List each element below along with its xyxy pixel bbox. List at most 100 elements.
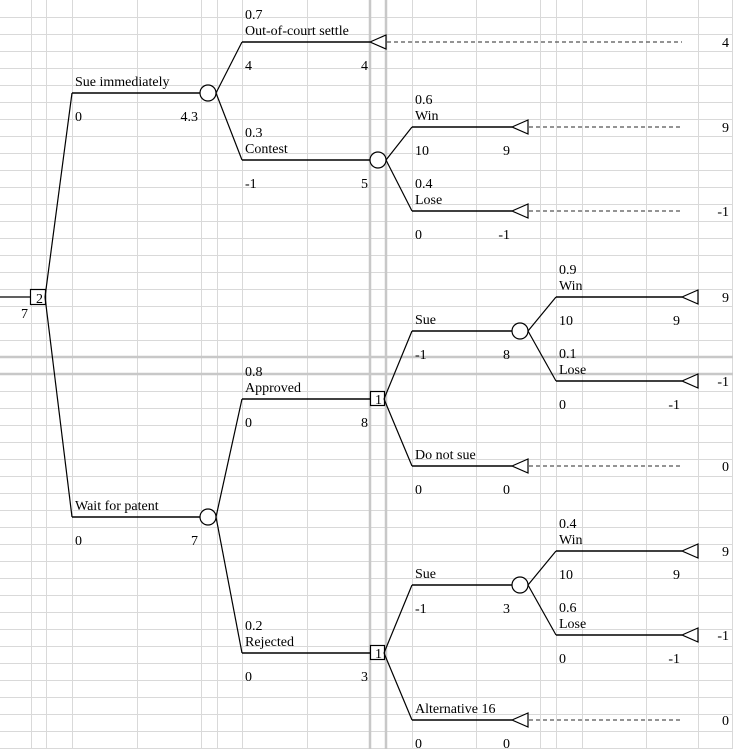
- terminal-payoff-value[interactable]: 0: [722, 460, 729, 475]
- terminal-node-icon[interactable]: [368, 34, 387, 50]
- branch-name[interactable]: Contest: [245, 142, 288, 157]
- terminal-node-icon[interactable]: [680, 627, 699, 643]
- branch-probability[interactable]: 0.6: [559, 601, 577, 616]
- terminal-node-icon[interactable]: [510, 712, 529, 728]
- branch-name[interactable]: Alternative 16: [415, 702, 495, 717]
- branch-connector: [44, 92, 73, 298]
- terminal-node-icon[interactable]: [510, 119, 529, 135]
- branch-rollback-value[interactable]: 3: [361, 670, 368, 685]
- branch-rollback-value[interactable]: 7: [191, 534, 198, 549]
- branch-probability[interactable]: 0.2: [245, 619, 263, 634]
- terminal-payoff-value[interactable]: -1: [717, 629, 729, 644]
- branch-probability[interactable]: 0.4: [415, 177, 433, 192]
- branch-name[interactable]: Wait for patent: [75, 499, 159, 514]
- chance-node-icon[interactable]: [511, 322, 529, 340]
- branch-rollback-value[interactable]: 4.3: [181, 110, 199, 125]
- branch-probability[interactable]: 0.9: [559, 263, 577, 278]
- branch-rollback-value[interactable]: 9: [503, 144, 510, 159]
- branch-probability[interactable]: 0.8: [245, 365, 263, 380]
- branch-value[interactable]: -1: [415, 602, 427, 617]
- chance-node-icon[interactable]: [369, 151, 387, 169]
- chance-node-icon[interactable]: [199, 508, 217, 526]
- terminal-payoff-value[interactable]: 4: [722, 36, 729, 51]
- branch-value[interactable]: -1: [245, 177, 257, 192]
- chance-node-icon[interactable]: [511, 576, 529, 594]
- branch-name[interactable]: Lose: [559, 617, 586, 632]
- terminal-payoff-value[interactable]: -1: [717, 205, 729, 220]
- branch-probability[interactable]: 0.6: [415, 93, 433, 108]
- terminal-node-icon[interactable]: [680, 543, 699, 559]
- branch-connector: [383, 584, 413, 654]
- branch-connector: [527, 296, 557, 332]
- branch-value[interactable]: -1: [415, 348, 427, 363]
- terminal-payoff-value[interactable]: 0: [722, 714, 729, 729]
- branch-name[interactable]: Lose: [415, 193, 442, 208]
- branch-value[interactable]: 0: [75, 110, 82, 125]
- branch-rollback-value[interactable]: 9: [673, 568, 680, 583]
- branch-connector: [215, 398, 243, 518]
- branch-value[interactable]: 10: [559, 314, 573, 329]
- branch-name[interactable]: Rejected: [245, 635, 294, 650]
- branch-name[interactable]: Win: [415, 109, 439, 124]
- branch-name[interactable]: Win: [559, 533, 583, 548]
- branch-name[interactable]: Sue immediately: [75, 75, 169, 90]
- branch-rollback-value[interactable]: 5: [361, 177, 368, 192]
- branch-probability[interactable]: 0.1: [559, 347, 577, 362]
- terminal-node-icon[interactable]: [680, 373, 699, 389]
- branch-name[interactable]: Win: [559, 279, 583, 294]
- branch-probability[interactable]: 0.3: [245, 126, 263, 141]
- branch-value[interactable]: 10: [415, 144, 429, 159]
- terminal-node-icon[interactable]: [510, 203, 529, 219]
- terminal-node-icon[interactable]: [510, 458, 529, 474]
- branch-value[interactable]: 0: [415, 228, 422, 243]
- branch-value[interactable]: 0: [415, 737, 422, 749]
- decision-node-label[interactable]: 1: [375, 393, 382, 408]
- branch-name[interactable]: Approved: [245, 381, 301, 396]
- branch-value[interactable]: 4: [245, 59, 252, 74]
- branch-value[interactable]: 0: [415, 483, 422, 498]
- branch-name[interactable]: Sue: [415, 567, 436, 582]
- branch-rollback-value[interactable]: -1: [498, 228, 510, 243]
- branch-value[interactable]: 0: [559, 398, 566, 413]
- branch-connector: [215, 516, 243, 654]
- branch-rollback-value[interactable]: 4: [361, 59, 368, 74]
- branch-rollback-value[interactable]: -1: [668, 652, 680, 667]
- branch-connector: [215, 41, 243, 94]
- branch-probability[interactable]: 0.7: [245, 8, 263, 23]
- terminal-node-icon[interactable]: [680, 289, 699, 305]
- branch-name[interactable]: Lose: [559, 363, 586, 378]
- terminal-payoff-value[interactable]: -1: [717, 375, 729, 390]
- branch-rollback-value[interactable]: 8: [361, 416, 368, 431]
- branch-probability[interactable]: 0.4: [559, 517, 577, 532]
- branch-rollback-value[interactable]: -1: [668, 398, 680, 413]
- chance-node-icon[interactable]: [199, 84, 217, 102]
- branch-rollback-value[interactable]: 0: [503, 737, 510, 749]
- root-value[interactable]: 7: [21, 307, 28, 322]
- branch-connector: [383, 330, 413, 400]
- root-decision-label[interactable]: 2: [36, 292, 43, 307]
- branch-value[interactable]: 0: [559, 652, 566, 667]
- terminal-payoff-value[interactable]: 9: [722, 545, 729, 560]
- branch-value[interactable]: 0: [245, 670, 252, 685]
- branch-name[interactable]: Do not sue: [415, 448, 476, 463]
- branch-name[interactable]: Out-of-court settle: [245, 24, 349, 39]
- branch-connector: [385, 126, 413, 161]
- terminal-payoff-value[interactable]: 9: [722, 121, 729, 136]
- branch-connector: [385, 159, 413, 212]
- branch-value[interactable]: 0: [245, 416, 252, 431]
- branch-connector: [44, 296, 73, 518]
- branch-name[interactable]: Sue: [415, 313, 436, 328]
- branch-connector: [527, 550, 557, 586]
- terminal-payoff-value[interactable]: 9: [722, 291, 729, 306]
- branch-value[interactable]: 10: [559, 568, 573, 583]
- branch-rollback-value[interactable]: 0: [503, 483, 510, 498]
- branch-connector: [527, 330, 557, 382]
- branch-rollback-value[interactable]: 3: [503, 602, 510, 617]
- branch-rollback-value[interactable]: 8: [503, 348, 510, 363]
- branch-value[interactable]: 0: [75, 534, 82, 549]
- decision-node-label[interactable]: 1: [375, 647, 382, 662]
- branch-connector: [383, 652, 413, 721]
- branch-rollback-value[interactable]: 9: [673, 314, 680, 329]
